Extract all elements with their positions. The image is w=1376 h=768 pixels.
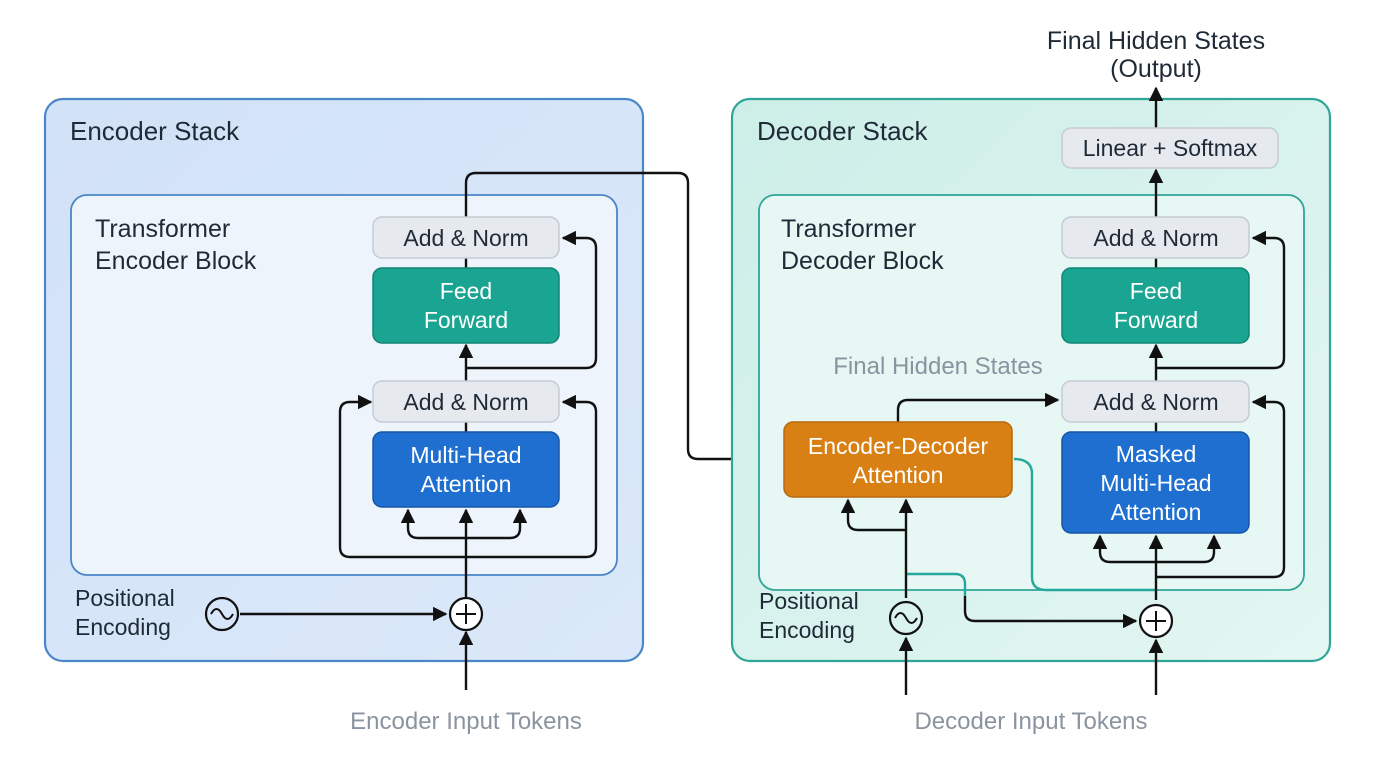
encoder-connections [240, 171, 784, 690]
decoder-block-title-2: Decoder Block [781, 247, 944, 275]
decoder-feed-forward: Feed Forward [1061, 267, 1250, 344]
svg-text:Add & Norm: Add & Norm [1093, 225, 1218, 251]
decoder-add-norm-top: Add & Norm [1061, 216, 1250, 259]
decoder-positional-label-2: Encoding [759, 617, 855, 643]
encoder-add-norm-top: Add & Norm [372, 216, 560, 259]
decoder-block-title: Transformer [781, 215, 916, 243]
encoder-positional-label: Positional [75, 585, 175, 611]
decoder-connections [840, 86, 1286, 695]
encoder-feed-forward: Feed Forward [372, 267, 560, 344]
decoder-sum-icon [1138, 603, 1174, 639]
svg-text:Feed: Feed [1130, 278, 1182, 304]
decoder-add-norm-bottom: Add & Norm [1061, 380, 1250, 423]
svg-text:Linear + Softmax: Linear + Softmax [1083, 135, 1258, 161]
decoder-masked-multi-head-attention: Masked Multi-Head Attention [1061, 431, 1250, 534]
svg-text:Encoder-Decoder: Encoder-Decoder [808, 433, 989, 459]
encoder-sum-icon [448, 596, 484, 632]
svg-text:Feed: Feed [440, 278, 492, 304]
encoder-multi-head-attention: Multi-Head Attention [372, 431, 560, 508]
svg-text:Add & Norm: Add & Norm [403, 389, 528, 415]
svg-text:Masked: Masked [1116, 441, 1197, 467]
svg-text:Attention: Attention [853, 462, 944, 488]
svg-text:Add & Norm: Add & Norm [403, 225, 528, 251]
decoder-linear-softmax: Linear + Softmax [1061, 127, 1279, 169]
decoder-sine-icon [888, 600, 924, 636]
encoder-add-norm-bottom: Add & Norm [372, 380, 560, 423]
encoder-stack-title: Encoder Stack [70, 116, 240, 146]
svg-text:Attention: Attention [421, 471, 512, 497]
svg-text:Forward: Forward [424, 307, 508, 333]
encoder-block-title: Transformer [95, 215, 230, 243]
decoder-stack-title: Decoder Stack [757, 116, 929, 146]
svg-text:Multi-Head: Multi-Head [410, 442, 521, 468]
output-label: Final Hidden States [1047, 27, 1265, 55]
encoder-input-tokens: Encoder Input Tokens [350, 708, 582, 735]
decoder-encoder-decoder-attention: Encoder-Decoder Attention [783, 421, 1013, 498]
encoder-block-title-2: Encoder Block [95, 247, 257, 275]
svg-text:Add & Norm: Add & Norm [1093, 389, 1218, 415]
svg-text:Multi-Head: Multi-Head [1100, 470, 1211, 496]
encoder-sine-icon [204, 596, 240, 632]
decoder-hidden-states-label: Final Hidden States [833, 353, 1042, 380]
decoder-positional-label: Positional [759, 588, 859, 614]
decoder-input-tokens: Decoder Input Tokens [914, 708, 1147, 735]
svg-text:Attention: Attention [1111, 499, 1202, 525]
svg-text:Forward: Forward [1114, 307, 1198, 333]
output-label-2: (Output) [1110, 55, 1202, 83]
encoder-positional-label-2: Encoding [75, 614, 171, 640]
